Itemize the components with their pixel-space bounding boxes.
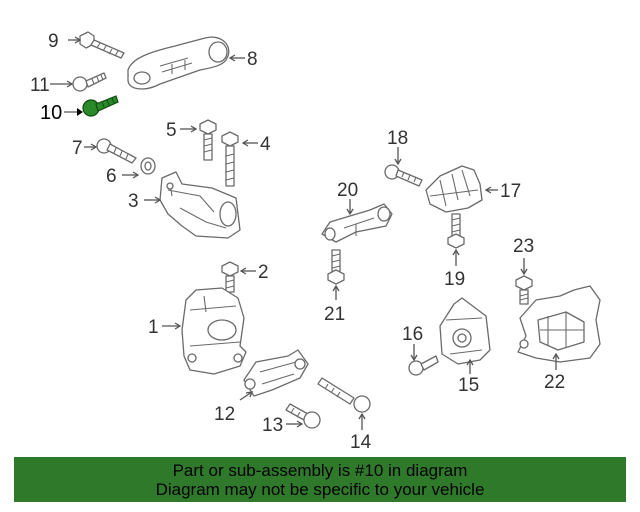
callout-7: 7 xyxy=(72,138,83,159)
part-11-flange-bolt[interactable] xyxy=(72,72,107,92)
banner-line-2: Diagram may not be specific to your vehi… xyxy=(155,480,485,499)
callout-19: 19 xyxy=(444,269,465,290)
callout-10: 10 xyxy=(40,102,62,124)
part-18-bolt[interactable] xyxy=(384,164,423,187)
part-12-plate-bracket[interactable] xyxy=(243,349,309,397)
part-23-bolt[interactable] xyxy=(515,275,533,305)
part-21-bolt[interactable] xyxy=(327,249,345,285)
callout-6: 6 xyxy=(106,166,117,187)
callout-1: 1 xyxy=(148,317,159,338)
callout-5: 5 xyxy=(166,120,177,141)
callout-15: 15 xyxy=(458,375,479,396)
part-3-mount-bracket[interactable] xyxy=(159,171,241,239)
callout-2: 2 xyxy=(258,262,269,283)
part-14-long-bolt[interactable] xyxy=(317,377,371,413)
callout-13: 13 xyxy=(262,415,283,436)
parts-diagram: 9 8 11 10 5 4 xyxy=(30,31,601,453)
callout-23: 23 xyxy=(513,236,534,257)
part-9-bolt[interactable] xyxy=(79,31,125,59)
banner-line-1: Part or sub-assembly is #10 in diagram xyxy=(172,461,468,480)
callout-16: 16 xyxy=(402,324,423,345)
part-4-bolt[interactable] xyxy=(221,131,239,187)
callout-3: 3 xyxy=(128,191,139,212)
part-16-bolt[interactable] xyxy=(408,355,439,376)
part-7-bolt[interactable] xyxy=(96,138,137,164)
callout-18: 18 xyxy=(387,128,408,149)
callout-11: 11 xyxy=(30,75,50,96)
part-5-bolt[interactable] xyxy=(199,119,217,161)
callout-9: 9 xyxy=(48,31,59,52)
part-2-bolt[interactable] xyxy=(221,261,239,293)
callout-8: 8 xyxy=(247,49,258,70)
callout-22: 22 xyxy=(544,372,565,393)
callout-20: 20 xyxy=(337,180,358,201)
part-15-mount-block[interactable] xyxy=(439,297,491,365)
part-22-large-mount[interactable] xyxy=(517,285,601,363)
part-13-bolt[interactable] xyxy=(285,403,321,429)
part-19-bolt[interactable] xyxy=(447,213,465,249)
part-1-engine-mount[interactable] xyxy=(181,287,247,375)
part-20-link-arm[interactable] xyxy=(321,203,393,243)
info-banner: Part or sub-assembly is #10 in diagram D… xyxy=(14,457,626,502)
part-8-torque-rod[interactable] xyxy=(127,36,230,90)
callout-4: 4 xyxy=(260,134,271,155)
part-10-bolt-highlighted[interactable] xyxy=(82,95,119,117)
callout-21: 21 xyxy=(324,304,345,325)
callout-17: 17 xyxy=(500,181,521,202)
part-17-bracket[interactable] xyxy=(425,165,483,213)
callout-14: 14 xyxy=(350,432,372,453)
callout-12: 12 xyxy=(214,404,235,425)
part-6-washer[interactable] xyxy=(140,157,156,175)
